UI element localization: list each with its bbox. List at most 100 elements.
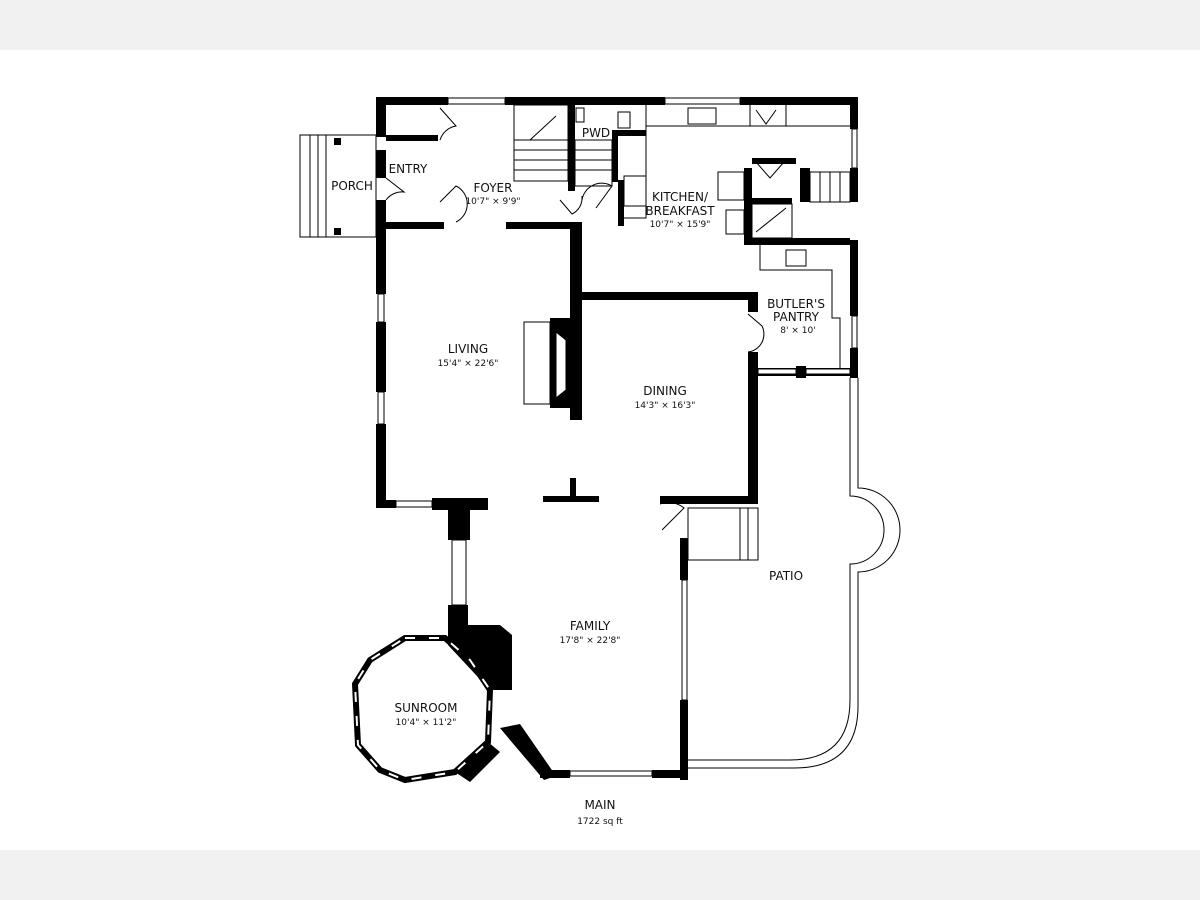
top-band (0, 0, 1200, 50)
foyer-dims: 10'7" × 9'9" (465, 197, 520, 207)
fireplace-hearth (523, 321, 551, 405)
wall (612, 130, 646, 136)
wall (386, 135, 438, 141)
wall (850, 348, 858, 378)
door (439, 185, 468, 223)
kitchen-label-line1: KITCHEN/ (652, 190, 709, 204)
cabinet (749, 103, 787, 127)
family-dims: 17'8" × 22'8" (560, 636, 621, 646)
kitchen-counter (624, 104, 647, 219)
window (851, 315, 858, 349)
wall (455, 742, 500, 782)
window (569, 770, 653, 777)
wall (652, 770, 688, 778)
wall (618, 180, 624, 226)
pwd-label: PWD (582, 126, 610, 140)
walls (376, 97, 858, 782)
wall (376, 230, 386, 294)
porch-column (334, 138, 341, 145)
wall (376, 97, 386, 137)
wall (796, 366, 806, 378)
stove (623, 175, 647, 207)
wall (744, 168, 752, 242)
appliance (717, 171, 745, 201)
wall (376, 424, 386, 508)
wall (748, 292, 758, 312)
patio-outline (687, 378, 901, 769)
kitchen-fixtures (623, 103, 851, 239)
wall (740, 97, 858, 105)
pantry-counter (759, 245, 841, 368)
porch-deck (299, 134, 377, 238)
appliance (725, 209, 745, 235)
wall (660, 496, 758, 504)
wall (570, 222, 582, 420)
wall (800, 168, 810, 202)
wall (543, 496, 599, 502)
doors (385, 107, 785, 531)
butlers-pantry-label-line1: BUTLER'S (767, 297, 825, 311)
wall (570, 478, 576, 498)
living-dims: 15'4" × 22'6" (438, 359, 499, 369)
kitchen-label-line2: BREAKFAST (645, 204, 715, 218)
porch-column (334, 228, 341, 235)
patio-label: PATIO (769, 569, 803, 583)
bottom-band (0, 850, 1200, 900)
window (664, 97, 741, 105)
butlers-pantry-fixtures (759, 245, 841, 368)
dining-dims: 14'3" × 16'3" (635, 401, 696, 411)
firebox (555, 330, 567, 400)
window (681, 579, 688, 701)
patio-edge (688, 378, 885, 761)
wall (376, 322, 386, 392)
stairs (751, 203, 793, 239)
dining-label: DINING (643, 384, 687, 398)
entry-label: ENTRY (389, 162, 428, 176)
wall (748, 352, 758, 504)
pantry-door (755, 161, 785, 179)
kitchen-sink (687, 107, 717, 125)
family-fireplace (448, 625, 512, 690)
foyer-label: FOYER (474, 181, 513, 195)
stairs (574, 139, 613, 187)
living-fireplace (523, 321, 567, 405)
wall (500, 724, 556, 780)
powder-room-fixtures (575, 107, 631, 129)
windows (377, 97, 858, 777)
window (851, 128, 858, 169)
wall (506, 222, 582, 229)
wall (432, 498, 488, 510)
door (439, 107, 457, 141)
wall (386, 222, 444, 229)
pantry-sink (785, 249, 807, 267)
foyer-stairs (513, 104, 613, 187)
wall (752, 158, 796, 164)
cabinet-door (755, 109, 777, 125)
floor-name: MAIN (584, 798, 615, 812)
wall (752, 198, 792, 204)
patio-edge (688, 378, 901, 769)
wall (850, 97, 858, 129)
floor-area: 1722 sq ft (577, 817, 623, 827)
wall (505, 97, 665, 105)
window (757, 368, 797, 375)
porch-label: PORCH (331, 179, 373, 193)
wall (540, 770, 570, 778)
porch-structure (299, 134, 377, 238)
door (385, 177, 406, 201)
window (377, 391, 385, 425)
stair-arrow (529, 115, 557, 141)
wall (376, 150, 386, 178)
sink (575, 107, 585, 123)
wall (850, 168, 858, 202)
wall (744, 238, 850, 245)
sunroom-walls (351, 635, 494, 784)
wall (376, 500, 396, 508)
living-label: LIVING (448, 342, 488, 356)
sunroom-octagon (351, 635, 494, 784)
door (581, 182, 613, 209)
stairs (513, 104, 569, 182)
patio-steps (687, 507, 759, 561)
